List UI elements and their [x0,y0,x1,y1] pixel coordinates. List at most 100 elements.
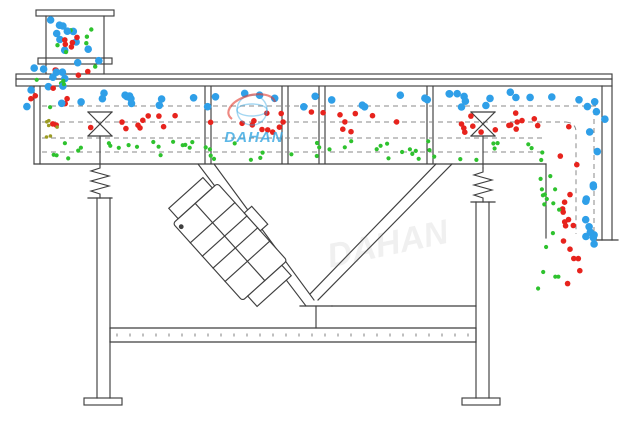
particle-feed-green [55,43,60,48]
particle-spill-blue [52,68,61,76]
particle-out-red [567,246,573,252]
particle-deck-mid-red [492,127,499,133]
particle-deck-low-green [400,149,405,155]
particle-deck-mid-red [461,125,467,131]
particle-deck-mid-red [172,112,178,119]
particle-spill-red [28,95,34,102]
particle-deck-low-green [116,145,121,150]
particle-deck-mid-red [156,113,162,119]
motor-junction-box [243,205,269,232]
particle-deck-low-green [211,156,217,161]
support-legs [83,197,501,406]
particle-feed-red [69,39,76,46]
particle-deck-low-green [203,145,208,150]
particle-out-red [559,206,566,212]
v-frame [197,163,477,329]
particle-deck-low-green [258,155,263,160]
particle-deck-mid-red [337,112,343,118]
particle-left-olive [48,134,53,138]
particle-out-red [557,153,564,159]
particle-out-red [567,191,573,198]
particle-deck-low-green [495,141,500,146]
particle-deck-top-blue [590,98,599,106]
particle-feed-red [68,44,75,50]
particle-feed-green [84,41,89,46]
swoosh-icon [227,93,277,120]
particle-deck-low-green [232,141,237,146]
particle-deck-low-green [208,153,213,158]
particle-deck-low-green [187,145,192,150]
particle-deck-mid-red [280,119,286,125]
particle-deck-low-green [207,147,212,152]
particle-deck-top-blue [461,97,470,105]
particle-deck-low-green [378,143,383,148]
particle-out-green [556,274,561,279]
particle-out-green [553,187,558,192]
particle-deck-mid-red [512,110,519,116]
particle-deck-low-green [432,154,437,159]
particles [23,16,609,291]
particle-deck-low-green [385,141,390,146]
particle-left-olive [46,123,51,128]
particle-deck-low-green [248,157,253,162]
particle-deck-mid-red [478,129,484,135]
particle-out-blue [585,128,594,136]
particle-deck-low-green [416,156,421,161]
particle-left-olive [55,125,59,129]
particle-out-green [540,193,546,198]
motor-bolt [178,224,184,230]
particle-deck-top-blue [575,96,583,104]
particle-out-red [570,222,577,229]
particle-feed-red [74,34,80,41]
support-springs [87,163,496,203]
particle-deck-mid-red [160,123,167,130]
particle-out-blue [590,240,598,248]
particle-deck-top-blue [57,99,66,108]
particle-feed-green [93,64,98,69]
particle-deck-low-green [134,144,140,149]
particle-deck-mid-red [269,129,276,135]
particle-deck-top-blue [486,94,494,103]
particle-out-red [560,238,567,244]
particle-deck-mid-red [531,116,538,122]
particle-spill-blue [23,102,31,111]
particle-deck-mid-red [264,127,271,133]
particle-spill-green [61,78,66,83]
particle-deck-top-blue [445,90,454,98]
particle-deck-mid-red [519,117,525,124]
particle-deck-mid-red [308,109,315,115]
particle-deck-top-blue [360,103,369,111]
particle-spill-green [34,77,39,82]
particle-feed-blue [84,45,92,53]
particle-deck-top-blue [270,94,279,103]
particle-deck-low-green [413,148,418,153]
screen-lid [15,73,613,87]
particle-deck-top-blue [512,93,520,102]
particle-deck-mid-red [320,109,326,116]
particle-out-red [561,199,568,205]
particle-deck-low-green [492,146,497,151]
particle-deck-low-green [158,153,163,158]
particle-deck-low-green [314,153,319,159]
particle-deck-low-green [126,143,131,148]
particle-out-blue [589,182,598,191]
particle-deck-top-blue [396,91,405,99]
particle-spill-red [64,95,70,102]
particle-deck-mid-red [340,126,346,132]
particle-deck-low-green [78,145,83,150]
particle-spill-blue [30,64,38,72]
particle-deck-mid-red [369,112,376,119]
particle-deck-low-green [427,148,432,153]
particle-deck-mid-red [119,119,125,125]
particle-feed-red [75,72,82,78]
screen-decks [42,105,598,240]
particle-deck-low-green [314,140,320,146]
particle-feed-blue [73,58,82,67]
particle-out-red [564,280,571,287]
particle-deck-low-green [76,148,81,153]
particle-deck-mid-red [352,110,359,117]
particle-out-green [539,187,545,192]
base-beam [109,327,477,343]
brand-watermark: DAHAN [224,129,283,146]
